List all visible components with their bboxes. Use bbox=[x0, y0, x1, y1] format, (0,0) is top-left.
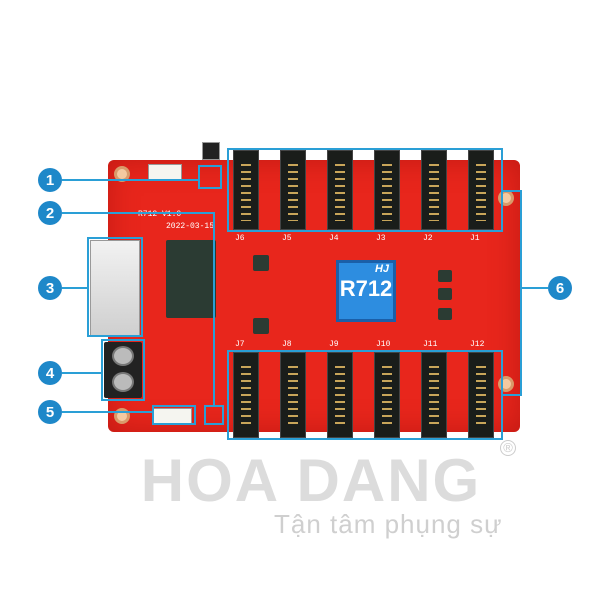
callout-4: 4 bbox=[38, 361, 62, 385]
hub75-connector bbox=[468, 352, 494, 438]
regulator bbox=[438, 308, 452, 320]
registered-mark: ® bbox=[500, 440, 516, 456]
connector-label: J8 bbox=[282, 340, 292, 349]
model-silkscreen: R712 V1.0 bbox=[138, 210, 182, 219]
main-chip: HJ R712 bbox=[336, 260, 396, 322]
hub75-connector bbox=[468, 150, 494, 230]
leader-line bbox=[520, 190, 522, 396]
connector-label: J6 bbox=[235, 234, 245, 243]
connector-label: J4 bbox=[329, 234, 339, 243]
regulator bbox=[438, 288, 452, 300]
hub-outputs-top-box bbox=[227, 148, 503, 232]
hub75-connector bbox=[374, 150, 400, 230]
callout-3: 3 bbox=[38, 276, 62, 300]
button-box bbox=[198, 165, 222, 189]
hub75-connector bbox=[280, 150, 306, 230]
hub75-connector bbox=[280, 352, 306, 438]
leader-line bbox=[62, 179, 198, 181]
hub75-connector bbox=[374, 352, 400, 438]
ethernet-ports bbox=[90, 240, 140, 336]
connector-label: J12 bbox=[470, 340, 485, 349]
hub75-connector bbox=[421, 150, 447, 230]
regulator bbox=[438, 270, 452, 282]
connector-label: J1 bbox=[470, 234, 480, 243]
screw bbox=[112, 346, 134, 366]
callout-1: 1 bbox=[38, 168, 62, 192]
date-silkscreen: 2022-03-15 bbox=[166, 222, 215, 231]
ethernet-box bbox=[87, 237, 143, 337]
leader-line bbox=[503, 394, 521, 396]
connector-label: J11 bbox=[423, 340, 438, 349]
watermark-slogan: Tận tâm phụng sự bbox=[274, 509, 503, 539]
hub75-connector bbox=[421, 352, 447, 438]
callout-2: 2 bbox=[38, 201, 62, 225]
connector-label: J7 bbox=[235, 340, 245, 349]
hub75-connector bbox=[233, 150, 259, 230]
connector-label: J9 bbox=[329, 340, 339, 349]
connector-label: J2 bbox=[423, 234, 433, 243]
led-box bbox=[204, 405, 224, 425]
ic-chip bbox=[253, 318, 269, 334]
leader-line bbox=[213, 212, 215, 405]
leader-line bbox=[520, 287, 548, 289]
leader-line bbox=[62, 212, 214, 214]
test-button bbox=[202, 142, 220, 160]
connector-label: J10 bbox=[376, 340, 391, 349]
screw bbox=[112, 372, 134, 392]
leader-line bbox=[62, 287, 87, 289]
leader-line bbox=[62, 411, 152, 413]
chip-label: R712 bbox=[339, 276, 393, 301]
leader-line bbox=[503, 190, 521, 192]
hub75-connector bbox=[327, 150, 353, 230]
ic-chip bbox=[166, 240, 216, 318]
power-box bbox=[101, 339, 145, 401]
hub75-connector bbox=[233, 352, 259, 438]
callout-6: 6 bbox=[548, 276, 572, 300]
connector-label: J5 bbox=[282, 234, 292, 243]
callout-5: 5 bbox=[38, 400, 62, 424]
hub-outputs-bottom-box bbox=[227, 350, 503, 440]
power-terminal bbox=[104, 342, 142, 398]
hub75-connector bbox=[327, 352, 353, 438]
connector-label: J3 bbox=[376, 234, 386, 243]
watermark-brand: HOA DANG bbox=[140, 447, 482, 514]
ic-chip bbox=[253, 255, 269, 271]
header-connector bbox=[148, 164, 182, 180]
leader-line bbox=[62, 372, 101, 374]
connector-box bbox=[152, 405, 196, 425]
chip-brand: HJ bbox=[374, 263, 389, 275]
